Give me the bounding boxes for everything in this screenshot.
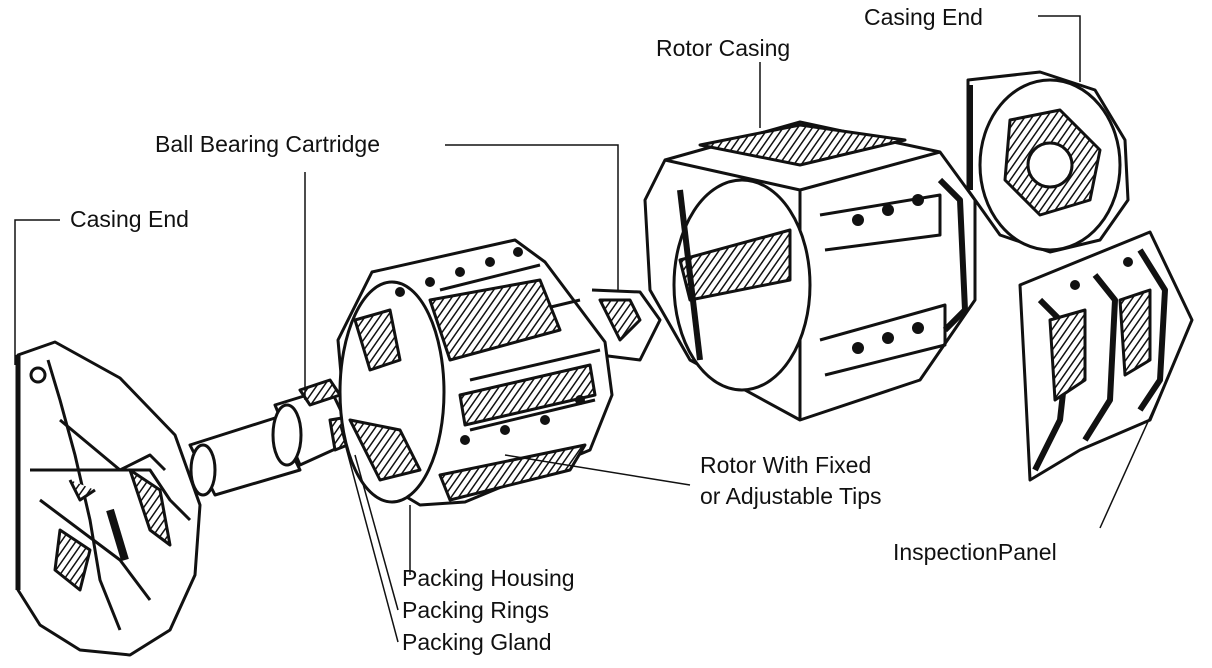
label-packing-gland: Packing Gland [402,629,552,655]
inspection-panel-part [1018,230,1194,482]
leader-casing-end-top [1038,15,1081,82]
label-casing-end-left: Casing End [70,206,189,232]
label-casing-end-top: Casing End [864,4,983,30]
label-inspection-panel: InspectionPanel [893,539,1057,565]
rotor-casing-part [643,120,977,422]
label-ball-bearing-cartridge: Ball Bearing Cartridge [155,131,381,157]
leader-rotor-tips [504,454,691,486]
leader-ball-bearing-cartridge [445,144,619,290]
casing-end-right-part [966,70,1130,254]
label-packing-rings: Packing Rings [402,597,550,623]
leader-casing-end-left [14,219,60,365]
label-rotor-tips-line1: Rotor With Fixed [700,452,872,478]
rotor-part [336,238,614,507]
label-packing-housing: Packing Housing [402,565,575,591]
leader-inspection-panel [1099,394,1161,529]
shaft-and-bearing-part [188,288,662,497]
leader-packing-rings [354,454,399,611]
casing-end-left-part [15,340,202,657]
leader-packing-gland [339,424,399,643]
label-rotor-tips-line2: or Adjustable Tips [700,483,882,509]
label-rotor-casing: Rotor Casing [656,35,791,61]
